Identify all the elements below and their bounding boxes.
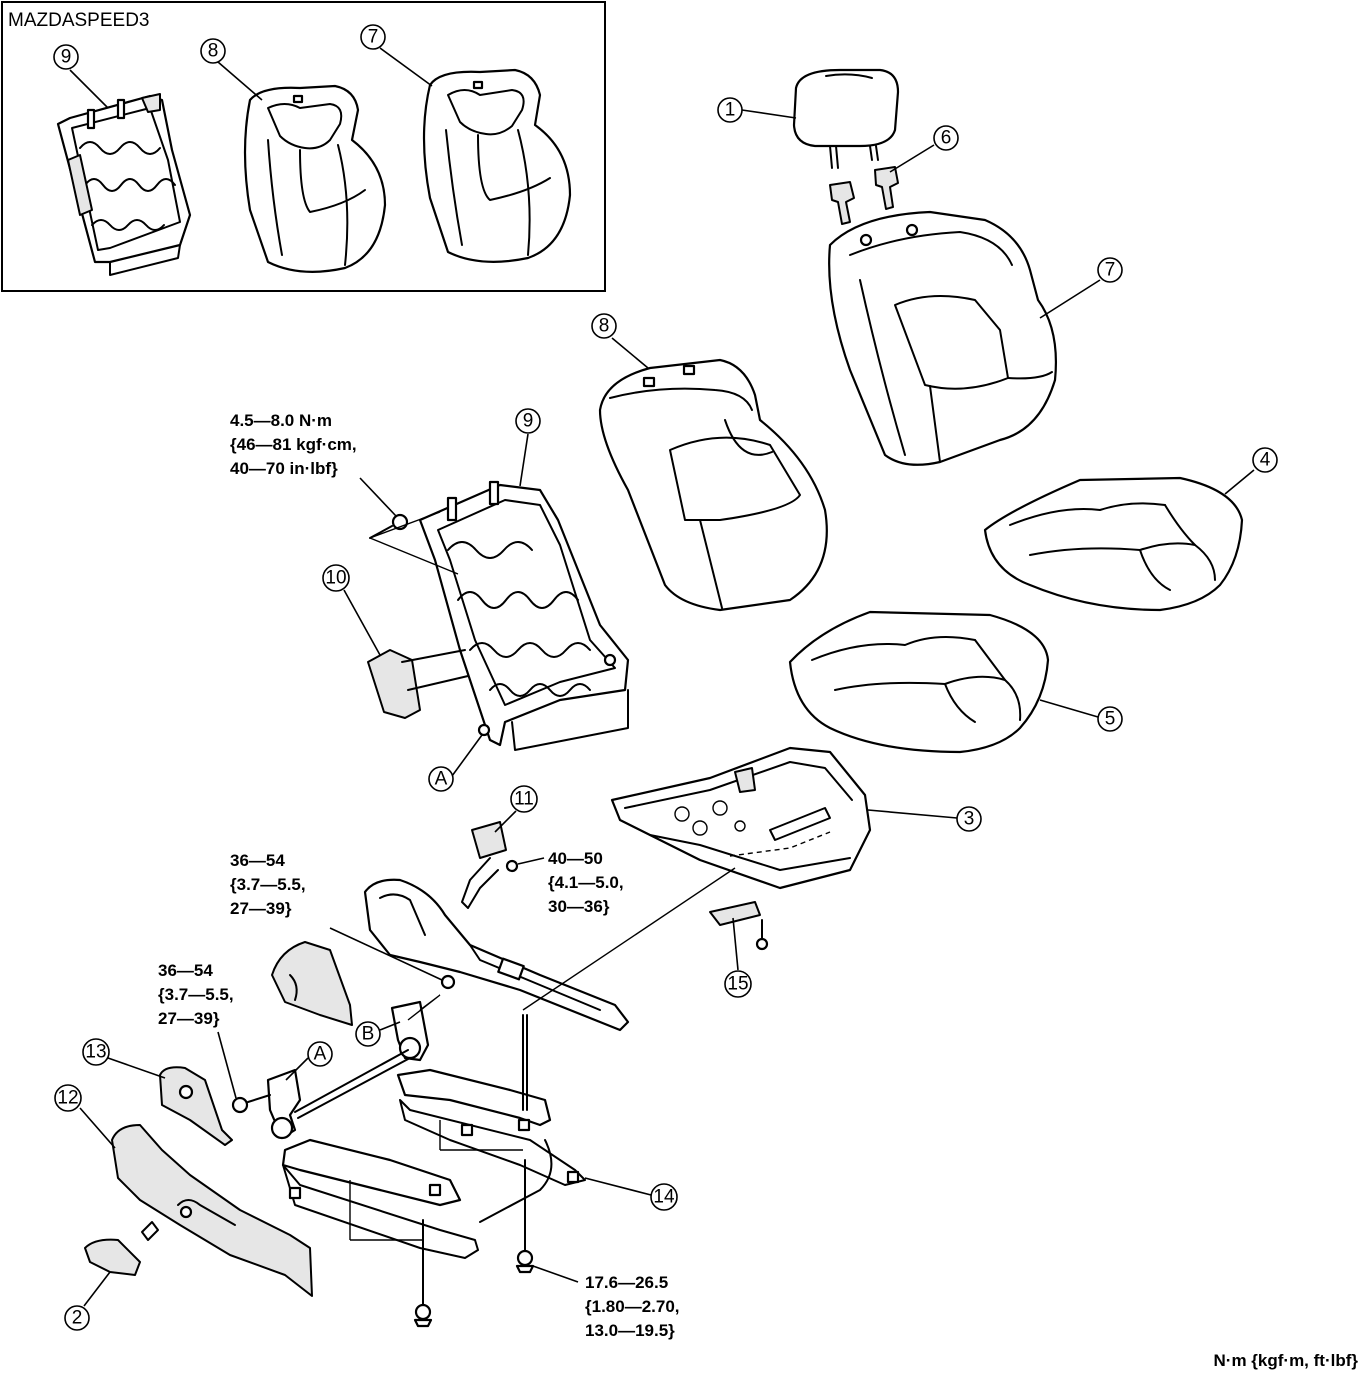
torque-line: {1.80—2.70, [585, 1297, 680, 1316]
torque-line: 40—70 in·lbf} [230, 459, 338, 478]
inner-cover-12 [111, 1124, 313, 1297]
torque-line: 36—54 [158, 961, 213, 980]
callout-inset-7: 7 [360, 24, 433, 87]
svg-text:1: 1 [725, 100, 736, 121]
svg-text:7: 7 [368, 27, 379, 48]
torque-line: 4.5—8.0 N·m [230, 411, 332, 430]
inner-cover-13 [159, 1066, 233, 1146]
seat-belt-buckle [461, 821, 519, 909]
callout-8: 8 [591, 313, 649, 369]
callout-4: 4 [1224, 447, 1278, 495]
svg-text:4: 4 [1260, 450, 1271, 471]
callout-3: 3 [867, 806, 982, 832]
callout-10: 10 [322, 564, 381, 656]
torque-recliner-upper: 36—54 {3.7—5.5, 27—39} [230, 851, 306, 918]
torque-line: 27—39} [230, 899, 292, 918]
callout-a-adjuster: A [285, 1041, 333, 1081]
inset-seatback-cover [243, 84, 387, 273]
callout-15: 15 [724, 917, 752, 998]
seat-cushion-cover [788, 610, 1050, 754]
svg-text:A: A [314, 1044, 327, 1065]
side-pad [367, 649, 469, 719]
torque-line: {3.7—5.5, [230, 875, 306, 894]
connection-line [349, 1180, 423, 1241]
callout-inset-8: 8 [200, 38, 263, 101]
bolt-recliner-upper [329, 927, 456, 990]
svg-text:3: 3 [964, 809, 975, 830]
torque-recliner-lower: 36—54 {3.7—5.5, 27—39} [158, 961, 237, 1099]
callout-11: 11 [494, 785, 538, 833]
torque-line: 17.6—26.5 [585, 1273, 668, 1292]
torque-rail-bolts: 17.6—26.5 {1.80—2.70, 13.0—19.5} [532, 1265, 680, 1340]
seatback-frame [418, 480, 630, 751]
callout-13: 13 [82, 1038, 166, 1079]
seat-side-cover [363, 878, 630, 1032]
inset-seatback-frame [56, 93, 192, 276]
seat-cushion-pan [610, 746, 872, 890]
svg-text:11: 11 [514, 789, 534, 810]
svg-text:8: 8 [208, 41, 219, 62]
torque-line: 36—54 [230, 851, 285, 870]
connection-line [407, 994, 441, 1021]
torque-line: 30—36} [548, 897, 610, 916]
callout-b: B [355, 1021, 401, 1047]
svg-text:2: 2 [72, 1308, 83, 1329]
svg-text:6: 6 [941, 128, 952, 149]
svg-text:15: 15 [727, 974, 748, 995]
svg-text:12: 12 [57, 1088, 78, 1109]
torque-line: 40—50 [548, 849, 603, 868]
units-legend: N·m {kgf·m, ft·lbf} [1214, 1351, 1359, 1370]
torque-line: {4.1—5.0, [548, 873, 624, 892]
callout-inset-9: 9 [53, 44, 109, 109]
bolt-rail-rear [515, 1159, 535, 1274]
svg-text:9: 9 [61, 47, 72, 68]
seatback-cover [598, 358, 828, 612]
cushion-bracket [709, 901, 769, 951]
torque-line: {3.7—5.5, [158, 985, 234, 1004]
bolt-rail-front [413, 1219, 433, 1328]
svg-text:13: 13 [85, 1042, 106, 1063]
mazdaspeed3-inset: MAZDASPEED3 [1, 1, 606, 292]
inset-seatback-trim [422, 68, 572, 263]
callout-12: 12 [54, 1084, 116, 1149]
callout-9: 9 [515, 408, 541, 487]
headrest-guides [829, 166, 899, 225]
seatback-trim [828, 210, 1058, 466]
callout-a-frame: A [428, 734, 483, 792]
svg-text:A: A [435, 769, 448, 790]
connection-line [439, 1120, 523, 1151]
seat-adjuster [266, 1000, 586, 1259]
headrest [792, 68, 900, 169]
callout-5: 5 [1039, 699, 1123, 732]
torque-buckle-bolt: 40—50 {4.1—5.0, 30—36} [517, 849, 624, 916]
inset-title: MAZDASPEED3 [8, 10, 149, 31]
callout-1: 1 [717, 97, 797, 123]
svg-text:8: 8 [599, 316, 610, 337]
recliner-cover [271, 941, 353, 1026]
svg-text:14: 14 [653, 1187, 675, 1208]
svg-text:5: 5 [1105, 709, 1116, 730]
svg-text:B: B [362, 1024, 375, 1045]
svg-text:7: 7 [1105, 260, 1116, 281]
torque-line: 13.0—19.5} [585, 1321, 675, 1340]
callout-14: 14 [584, 1177, 678, 1211]
torque-line: {46—81 kgf·cm, [230, 435, 357, 454]
bolt-recliner-lower [231, 1094, 271, 1114]
svg-text:10: 10 [325, 568, 346, 589]
torque-seatback-bolt: 4.5—8.0 N·m {46—81 kgf·cm, 40—70 in·lbf} [230, 411, 357, 478]
callout-7: 7 [1039, 257, 1123, 319]
connection-line [522, 867, 736, 1011]
svg-text:9: 9 [523, 411, 534, 432]
knob [84, 1221, 159, 1276]
bolt-seatback [359, 477, 409, 539]
connection-line [369, 511, 459, 575]
callout-6: 6 [889, 125, 959, 173]
torque-line: 27—39} [158, 1009, 220, 1028]
callout-2: 2 [64, 1271, 111, 1331]
seat-cushion-trim [983, 476, 1244, 612]
